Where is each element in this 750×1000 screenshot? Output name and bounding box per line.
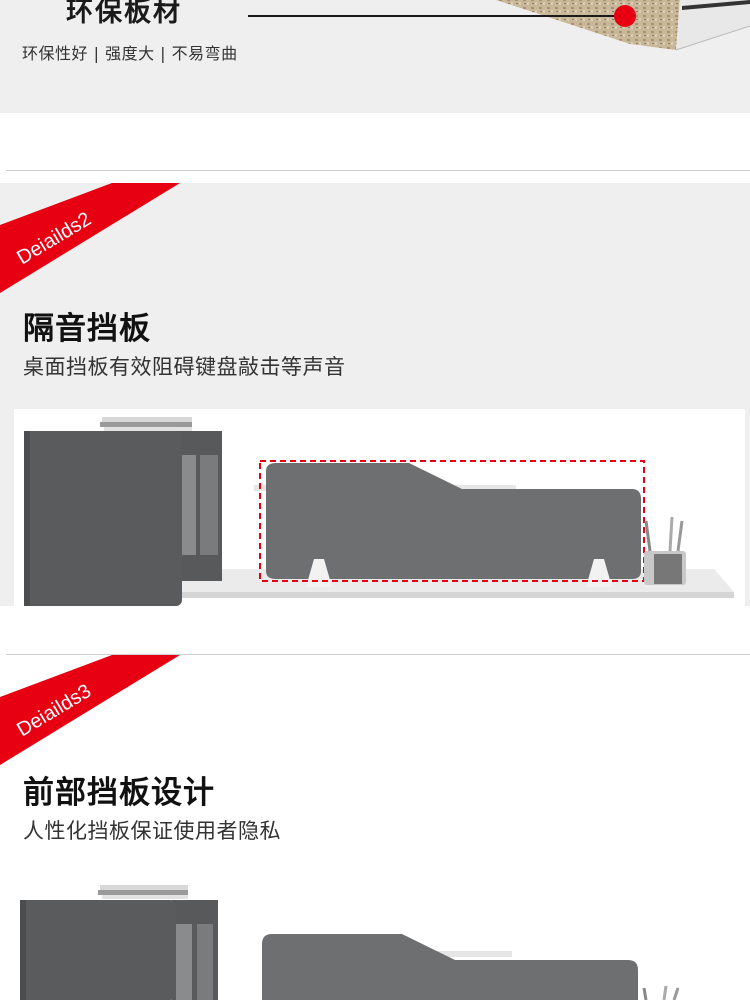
section-title: 前部挡板设计 xyxy=(23,775,215,811)
section-title: 隔音挡板 xyxy=(23,311,151,347)
soundproof-panel-section: Deiailds2 隔音挡板 桌面挡板有效阻碍键盘敲击等声音 xyxy=(0,183,750,606)
particle-board-image xyxy=(496,0,750,51)
section-title: 环保板材 xyxy=(66,0,182,28)
eco-board-section: 环保板材 环保性好 | 强度大 | 不易弯曲 xyxy=(0,0,750,113)
callout-dot xyxy=(614,5,636,27)
callout-line xyxy=(248,15,620,17)
section-subtitle: 环保性好 | 强度大 | 不易弯曲 xyxy=(22,44,238,63)
section-divider xyxy=(6,170,750,171)
details-ribbon: Deiailds3 xyxy=(0,655,180,765)
section-subtitle: 桌面挡板有效阻碍键盘敲击等声音 xyxy=(23,355,346,379)
front-panel-section: Deiailds3 前部挡板设计 人性化挡板保证使用者隐私 xyxy=(0,655,750,1000)
desk-panel-image xyxy=(14,409,745,606)
section-subtitle: 人性化挡板保证使用者隐私 xyxy=(23,819,281,843)
details-ribbon: Deiailds2 xyxy=(0,183,180,293)
front-panel-image xyxy=(20,885,680,1000)
section-divider xyxy=(6,654,750,655)
